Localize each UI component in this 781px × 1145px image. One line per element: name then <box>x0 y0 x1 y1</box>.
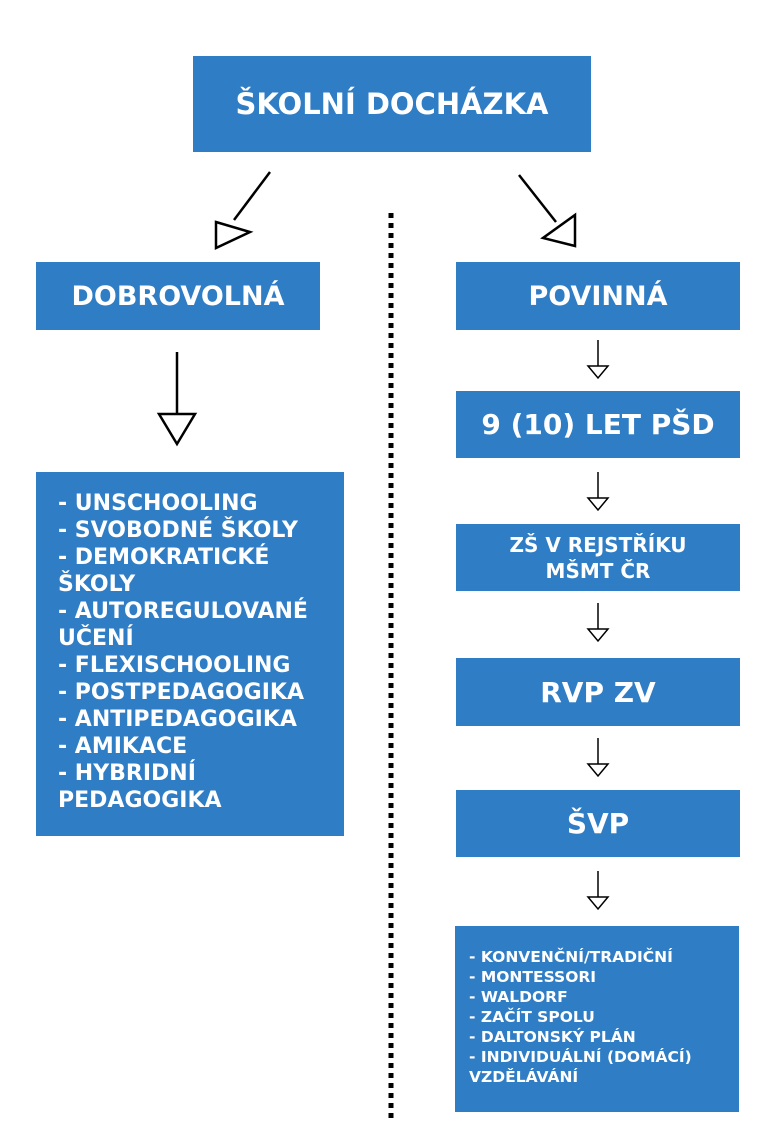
step2-label-line1: ZŠ V REJSTŘÍKU <box>509 532 687 557</box>
arrow-step3-to-step4 <box>586 738 610 778</box>
root-label: ŠKOLNÍ DOCHÁZKA <box>235 87 549 121</box>
list-item: - INDIVIDUÁLNÍ (DOMÁCÍ) <box>469 1048 692 1066</box>
list-item: - AUTOREGULOVANÉ <box>58 599 308 624</box>
step3-label: RVP ZV <box>540 675 656 709</box>
dobrovolna-label: DOBROVOLNÁ <box>71 280 285 312</box>
box-9-10-let-psd: 9 (10) LET PŠD <box>456 391 740 458</box>
list-item: - DALTONSKÝ PLÁN <box>469 1028 636 1046</box>
arrow-root-to-povinna <box>518 174 577 248</box>
list-item: - AMIKACE <box>58 734 188 759</box>
arrow-dobrovolna-to-list <box>156 352 198 447</box>
list-item: - KONVENČNÍ/TRADIČNÍ <box>469 948 673 966</box>
arrow-step1-to-step2 <box>586 472 610 512</box>
arrow-povinna-to-step1 <box>586 340 610 380</box>
list-item: VZDĚLÁVÁNÍ <box>469 1068 579 1086</box>
list-item: UČENÍ <box>58 626 134 651</box>
box-povinna: POVINNÁ <box>456 262 740 330</box>
list-item: - ZAČÍT SPOLU <box>469 1008 595 1026</box>
arrow-step4-to-list <box>586 871 610 911</box>
box-zs-v-rejstriku: ZŠ V REJSTŘÍKU MŠMT ČR <box>456 524 740 591</box>
list-item: - MONTESSORI <box>469 968 597 986</box>
list-item: ŠKOLY <box>58 572 136 597</box>
box-rvp-zv: RVP ZV <box>456 658 740 726</box>
list-item: - DEMOKRATICKÉ <box>58 545 270 570</box>
list-item: - POSTPEDAGOGIKA <box>58 680 304 705</box>
box-dobrovolna: DOBROVOLNÁ <box>36 262 320 330</box>
arrow-step2-to-step3 <box>586 603 610 643</box>
list-item: - WALDORF <box>469 988 568 1006</box>
box-svp: ŠVP <box>456 790 740 857</box>
list-item: - UNSCHOOLING <box>58 491 258 516</box>
step4-label: ŠVP <box>566 807 630 840</box>
list-svp-types: - KONVENČNÍ/TRADIČNÍ - MONTESSORI - WALD… <box>455 926 739 1112</box>
list-item: - ANTIPEDAGOGIKA <box>58 707 297 732</box>
list-item: - SVOBODNÉ ŠKOLY <box>58 518 298 543</box>
list-dobrovolna: - UNSCHOOLING - SVOBODNÉ ŠKOLY - DEMOKRA… <box>36 472 344 836</box>
list-item: PEDAGOGIKA <box>58 788 222 813</box>
list-item: - FLEXISCHOOLING <box>58 653 291 678</box>
povinna-label: POVINNÁ <box>528 280 668 312</box>
step1-label: 9 (10) LET PŠD <box>481 408 715 441</box>
step2-label-line2: MŠMT ČR <box>545 558 651 583</box>
arrow-root-to-dobrovolna <box>214 171 271 250</box>
list-item: - HYBRIDNÍ <box>58 761 196 786</box>
root-box-skolni-dochazka: ŠKOLNÍ DOCHÁZKA <box>193 56 591 152</box>
